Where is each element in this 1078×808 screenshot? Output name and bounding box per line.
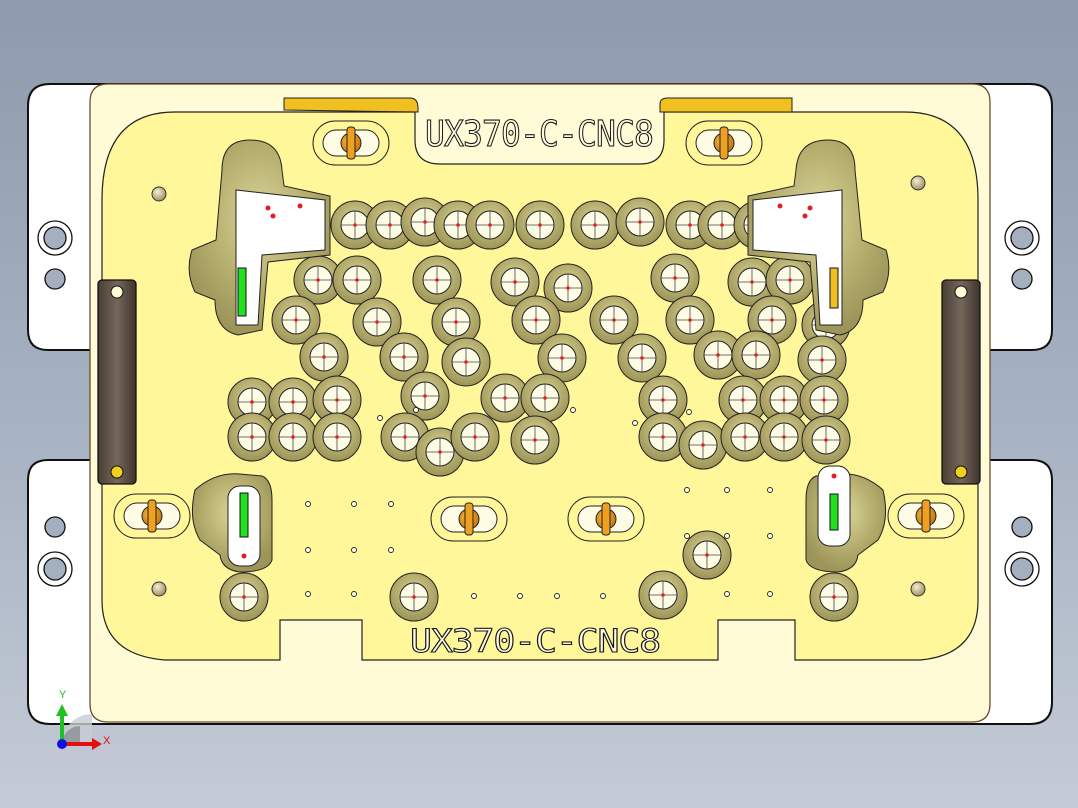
drill-hole [517,593,523,599]
drill-hole [413,407,419,413]
pocket [543,263,593,313]
coordinate-triad: Y X [56,689,111,750]
pocket [490,257,540,307]
pocket [718,375,768,425]
pocket [797,335,847,385]
pocket [589,295,639,345]
pocket [520,373,570,423]
drill-hole [305,501,311,507]
drill-hole [686,409,692,415]
pocket [731,330,781,380]
pocket [693,330,743,380]
drill-hole [388,547,394,553]
drill-hole [724,533,730,539]
pocket [638,570,688,620]
drill-hole [684,533,690,539]
pocket [638,412,688,462]
drill-hole [570,407,576,413]
drill-hole [600,593,606,599]
cavity-left [188,139,331,336]
pocket [450,412,500,462]
pocket [227,377,277,427]
drill-hole [767,591,773,597]
drill-hole [351,547,357,553]
pocket [389,572,439,622]
locating-pin [430,496,508,542]
drill-hole [388,501,394,507]
pocket [801,415,851,465]
cavity-right [747,139,890,336]
drill-hole [684,487,690,493]
pocket [720,412,770,462]
pocket [697,200,747,250]
corner-bosses [151,175,926,597]
pocket [650,253,700,303]
pocket [332,255,382,305]
drill-hole [724,487,730,493]
locating-pins [113,120,965,542]
drill-hole [351,591,357,597]
locating-pin [887,493,965,539]
pocket [537,333,587,383]
clamp-handle-left[interactable] [97,279,137,485]
pocket [330,200,380,250]
pocket [312,412,362,462]
pocket [511,295,561,345]
engraving-top: UX370-C-CNC8 [425,114,653,155]
pocket [570,200,620,250]
pocket [227,412,277,462]
pocket [271,295,321,345]
pocket [682,530,732,580]
locating-pin [113,493,191,539]
pocket [379,332,429,382]
drill-hole [724,591,730,597]
locating-pin [312,120,390,166]
pocket [365,200,415,250]
drill-hole [767,533,773,539]
pocket [615,197,665,247]
cavity-lower-left [191,473,273,573]
pocket [678,420,728,470]
drill-hole [351,501,357,507]
pocket [465,200,515,250]
pocket [400,197,450,247]
pocket [312,375,362,425]
part-pockets [219,197,859,622]
pocket [510,415,560,465]
pocket [441,337,491,387]
clamp-handle-right[interactable] [941,279,981,485]
pocket [665,295,715,345]
pocket [400,371,450,421]
drill-holes [305,407,773,599]
pocket [617,333,667,383]
drill-hole [377,415,383,421]
axis-x-label: X [103,735,111,747]
locating-pin [685,120,763,166]
pocket [638,375,688,425]
pocket [412,255,462,305]
pocket [268,412,318,462]
pocket [759,412,809,462]
locating-pin [567,496,645,542]
drill-hole [632,420,638,426]
pocket [727,257,777,307]
pocket [515,200,565,250]
pocket [352,297,402,347]
axis-y-label: Y [59,689,67,701]
pocket [809,572,859,622]
drill-hole [305,591,311,597]
drill-hole [305,547,311,553]
cavity-lower-right [805,465,887,573]
pocket [799,375,849,425]
pocket [219,572,269,622]
pocket [480,373,530,423]
pocket [299,332,349,382]
pocket [747,295,797,345]
drill-hole [471,593,477,599]
drill-hole [554,593,560,599]
drill-hole [767,487,773,493]
engraving-bottom: UX370-C-CNC8 [410,622,660,660]
